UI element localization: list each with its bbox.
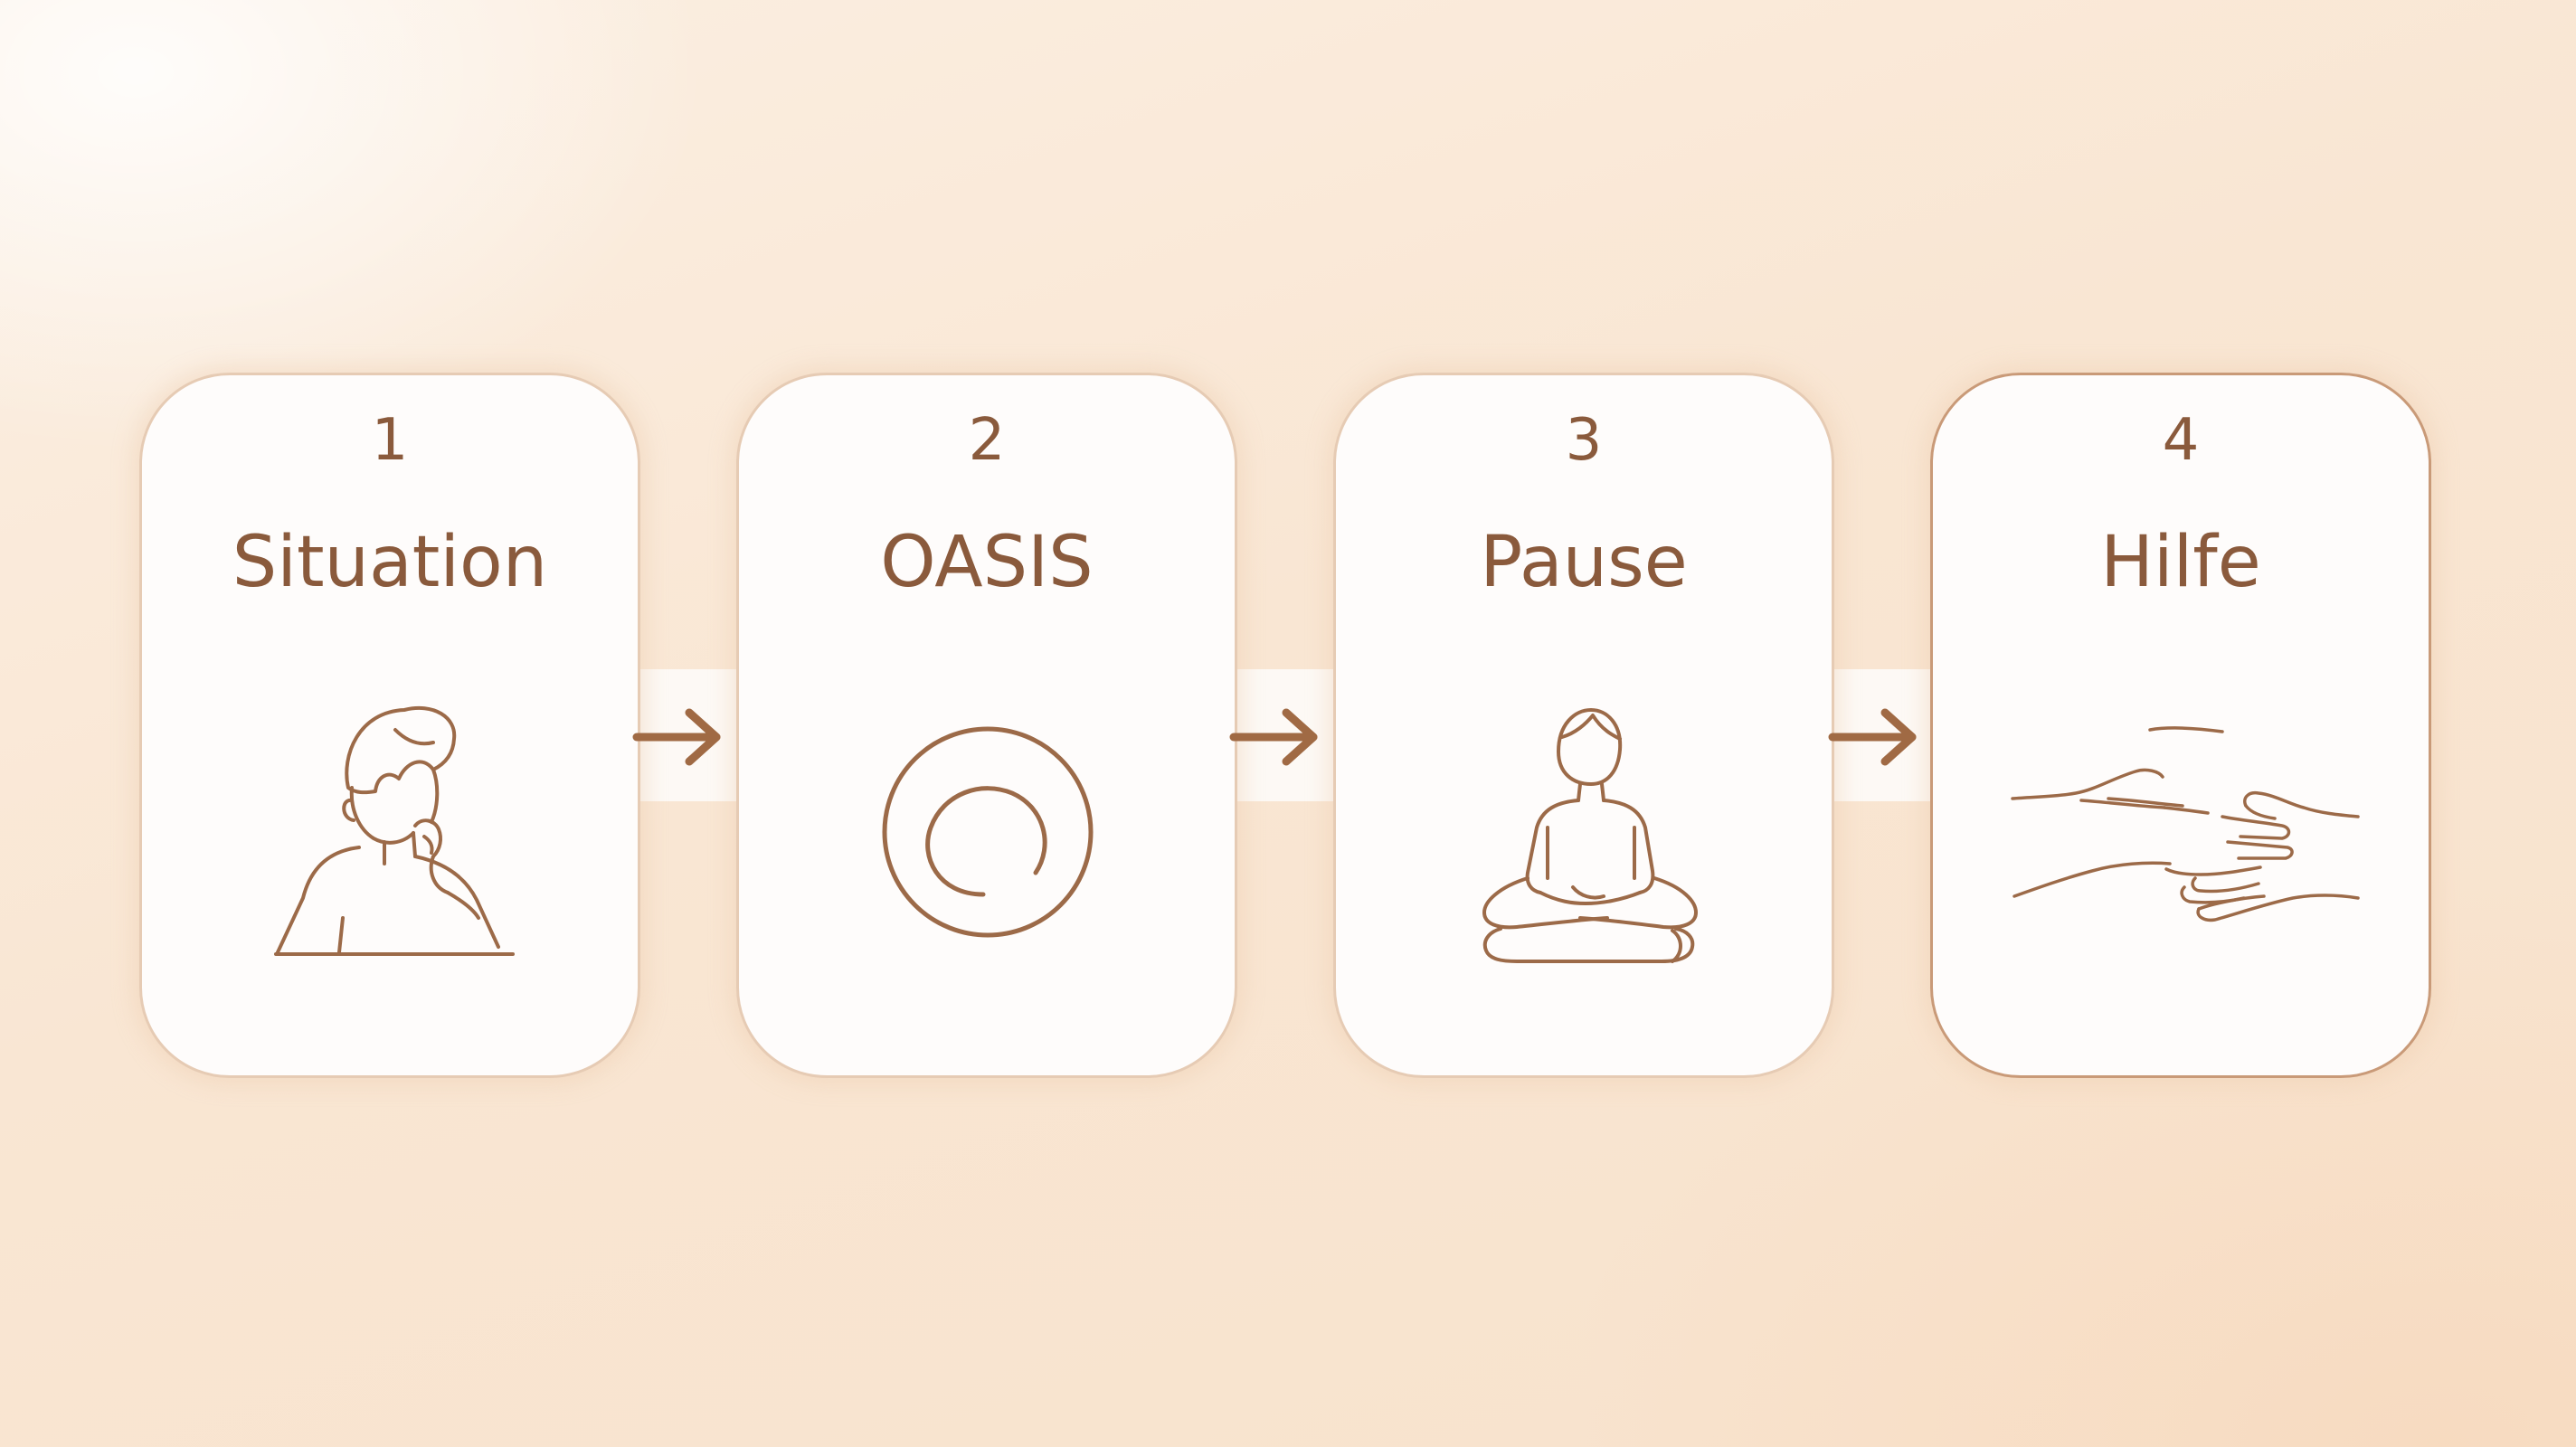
arrow-right-icon xyxy=(632,708,721,766)
step-number: 4 xyxy=(2162,407,2200,474)
circle-ring-icon xyxy=(882,726,1094,938)
step-number: 2 xyxy=(968,407,1006,474)
arrow-right-icon xyxy=(1229,708,1318,766)
meditating-person-icon xyxy=(1482,708,1698,963)
helping-hands-icon xyxy=(2011,726,2360,922)
step-number: 1 xyxy=(371,407,409,474)
arrow-right-icon xyxy=(1828,708,1917,766)
step-title: Hilfe xyxy=(2100,522,2261,603)
step-card-pause: 3 Pause xyxy=(1333,373,1834,1078)
step-title: Situation xyxy=(232,522,548,603)
thinking-person-icon xyxy=(274,705,515,956)
step-card-situation: 1 Situation xyxy=(139,373,640,1078)
step-card-hilfe: 4 Hilfe xyxy=(1930,373,2431,1078)
step-title: Pause xyxy=(1480,522,1688,603)
step-number: 3 xyxy=(1565,407,1603,474)
step-title: OASIS xyxy=(880,522,1094,603)
step-card-oasis: 2 OASIS xyxy=(736,373,1237,1078)
